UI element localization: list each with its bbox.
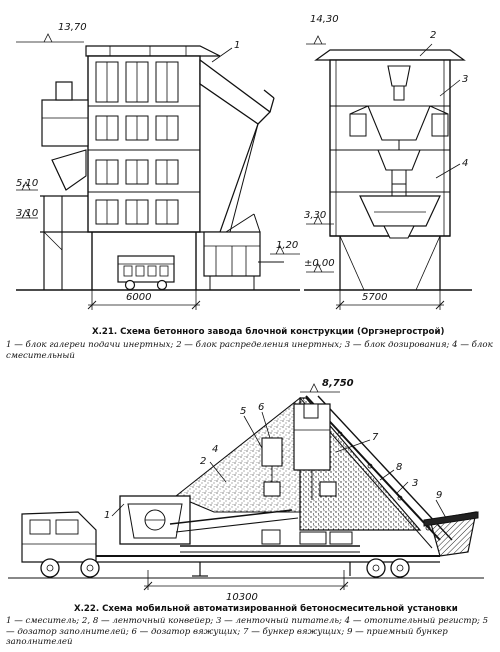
fig1-elevation-14-30: 14,30 <box>310 14 339 25</box>
fig2-label-6: 6 <box>258 402 264 413</box>
fig2-label-7: 7 <box>372 432 379 443</box>
fig1-width-6000: 6000 <box>126 292 151 303</box>
fig1-label-4: 4 <box>462 158 468 169</box>
fig1-front-section <box>304 35 472 310</box>
fig1-side-elevation <box>16 33 300 310</box>
fig2-label-5: 5 <box>240 406 246 417</box>
fig1-caption-title: Х.21. Схема бетонного завода блочной кон… <box>92 327 445 337</box>
fig1-elevation-3-30: 3,30 <box>304 210 326 221</box>
fig1-elevation-1-20: 1,20 <box>276 240 298 251</box>
fig1-elevation-13-70: 13,70 <box>58 22 87 33</box>
fig2-label-4: 4 <box>212 444 218 455</box>
fig2-label-1: 1 <box>104 510 110 521</box>
fig2-label-9: 9 <box>436 490 442 501</box>
fig1-label-2: 2 <box>430 30 436 41</box>
fig2-mobile-plant <box>8 383 484 591</box>
fig2-elevation-8-750: 8,750 <box>322 378 354 389</box>
fig1-label-3: 3 <box>462 74 468 85</box>
fig2-caption-legend: 1 — смеситель; 2, 8 — ленточный конвейер… <box>6 616 489 647</box>
fig1-caption-legend: 1 — блок галереи подачи инертных; 2 — бл… <box>6 340 493 361</box>
fig1-label-1: 1 <box>234 40 240 51</box>
fig2-label-3: 3 <box>412 478 418 489</box>
fig1-elevation-3-10: 3,10 <box>16 208 38 219</box>
fig1-elevation-5-10: 5,10 <box>16 178 38 189</box>
fig1-width-5700: 5700 <box>362 292 387 303</box>
fig2-caption-title: Х.22. Схема мобильной автоматизированной… <box>74 604 458 614</box>
fig2-label-8: 8 <box>396 462 402 473</box>
fig1-elevation-zero: ±0,00 <box>304 258 335 269</box>
fig2-width-10300: 10300 <box>226 592 258 603</box>
fig2-label-2: 2 <box>200 456 206 467</box>
